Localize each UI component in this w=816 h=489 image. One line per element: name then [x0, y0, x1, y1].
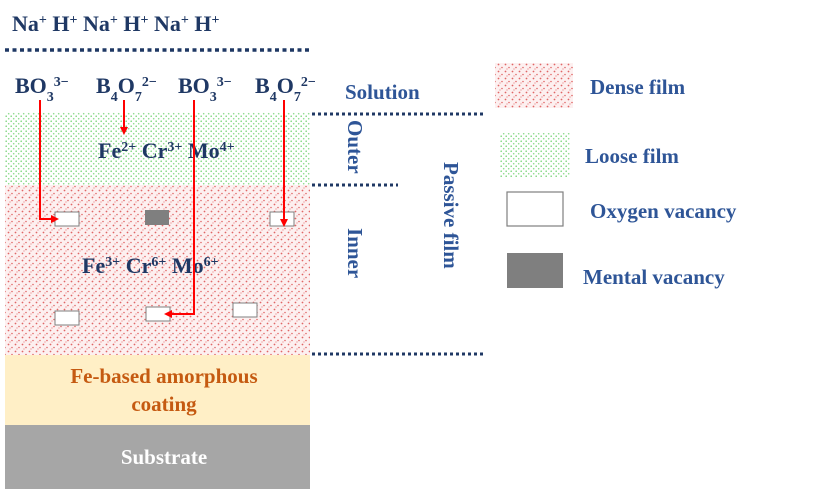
- coating-label-line-2: coating: [131, 392, 197, 416]
- substrate-layer: [5, 425, 310, 489]
- amorphous-coating-layer: [5, 355, 310, 425]
- legend-oxygen-vacancy: Oxygen vacancy: [590, 199, 737, 223]
- anion-tetraborate-1: B4O72−: [96, 73, 157, 105]
- oxygen-vacancy: [269, 211, 295, 227]
- anion-borate-1: BO33−: [15, 73, 69, 105]
- loose-film-layer: [5, 112, 310, 185]
- cation-row: Na+ H+ Na+ H+ Na+ H+: [12, 11, 219, 36]
- legend-metal-vacancy: Mental vacancy: [583, 265, 725, 289]
- inner-label: Inner: [343, 228, 367, 278]
- anion-borate-2: BO33−: [178, 73, 232, 105]
- dense-film-swatch: [495, 63, 573, 108]
- oxygen-vacancy: [54, 211, 80, 227]
- legend: Dense film Loose film Oxygen vacancy Men…: [495, 63, 737, 289]
- arrow-borate-to-vacancy: [39, 100, 59, 223]
- loose-film-swatch: [500, 133, 570, 177]
- outer-label: Outer: [343, 120, 367, 174]
- anion-row: BO33− B4O72− BO33− B4O72−: [15, 73, 316, 105]
- oxygen-vacancy: [232, 302, 258, 318]
- arrow-borate-to-inner-vacancy: [164, 100, 195, 318]
- legend-loose-film: Loose film: [585, 144, 679, 168]
- anion-tetraborate-2: B4O72−: [255, 73, 316, 105]
- substrate-label: Substrate: [121, 445, 207, 469]
- metal-vacancy-swatch: [507, 253, 563, 288]
- passive-film-label: Passive film: [439, 162, 463, 269]
- anion-diffusion-arrows: [39, 100, 288, 318]
- outer-layer-ions: Fe2+ Cr3+ Mo4+: [98, 138, 235, 163]
- inner-layer-ions: Fe3+ Cr6+ Mo6+: [82, 253, 219, 278]
- legend-dense-film: Dense film: [590, 75, 686, 99]
- solution-label: Solution: [345, 80, 420, 104]
- oxygen-vacancy: [54, 310, 80, 326]
- coating-label-line-1: Fe-based amorphous: [70, 364, 257, 388]
- oxygen-vacancy-swatch: [506, 191, 564, 227]
- metal-vacancy: [145, 210, 169, 225]
